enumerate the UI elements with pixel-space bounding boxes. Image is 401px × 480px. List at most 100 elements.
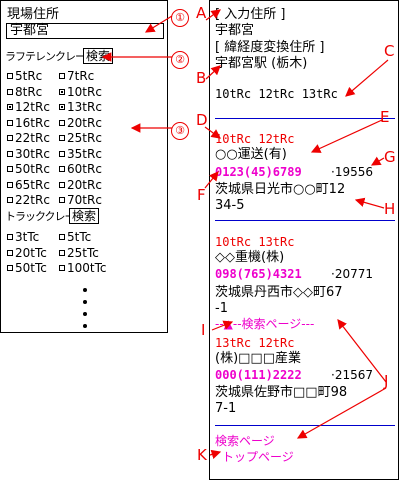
- crane-checkbox-item[interactable]: 16tRc: [7, 116, 50, 130]
- checkbox[interactable]: [59, 234, 65, 240]
- result-phone-link[interactable]: 0123(45)6789: [215, 165, 302, 179]
- crane-checkbox-item[interactable]: 25tRc: [59, 131, 102, 145]
- checkbox[interactable]: [7, 197, 13, 203]
- result-company: ○○運送(有): [215, 147, 287, 162]
- divider: [215, 118, 395, 119]
- result-address: 茨城県丹西市◇◇町67: [215, 285, 343, 300]
- checkbox-label: 5tTc: [67, 230, 92, 244]
- crane-checkbox-item[interactable]: 65tRc: [7, 178, 50, 192]
- checkbox[interactable]: [59, 197, 65, 203]
- crane-checkbox-item[interactable]: 60tRc: [59, 162, 102, 176]
- checkbox[interactable]: [59, 119, 65, 126]
- callout-B: B: [196, 69, 207, 87]
- checkbox-label: 7tRc: [67, 69, 95, 83]
- checkbox-label: 100tTc: [67, 261, 107, 275]
- result-company: (株)□□□産業: [215, 351, 301, 366]
- checkbox[interactable]: [7, 135, 13, 141]
- crane-checkbox-item[interactable]: 20tRc: [59, 178, 102, 192]
- checkbox-label: 8tRc: [15, 84, 43, 99]
- crane-checkbox-item[interactable]: 50tTc: [7, 261, 47, 275]
- callout-A: A: [196, 4, 207, 22]
- crane-checkbox-item[interactable]: 12tRc: [7, 100, 50, 114]
- crane-checkbox-item[interactable]: 22tRc: [7, 131, 50, 145]
- checkbox[interactable]: [7, 150, 13, 157]
- checkbox-label: 25tRc: [67, 131, 102, 145]
- selected-cranes: 10tRc 12tRc 13tRc: [215, 87, 338, 101]
- crane-checkbox-item[interactable]: 70tRc: [59, 193, 102, 207]
- crane-checkbox-item[interactable]: 35tRc: [59, 147, 102, 161]
- input-address-header: [ 入力住所 ]: [215, 7, 286, 22]
- result-address: -1: [215, 301, 228, 316]
- crane-checkbox-item[interactable]: 13tRc: [59, 100, 102, 114]
- checkbox[interactable]: [7, 265, 13, 271]
- checkbox[interactable]: [7, 234, 13, 240]
- location-search-value: 宇都宮: [10, 23, 50, 38]
- crane-checkbox-item[interactable]: 5tRc: [7, 69, 42, 83]
- top-page-link[interactable]: トップページ: [222, 450, 294, 464]
- crane-checkbox-item[interactable]: 20tRc: [59, 116, 102, 130]
- crane-checkbox-item[interactable]: 5tTc: [59, 230, 91, 244]
- callout-I: I: [201, 321, 206, 339]
- result-company: ◇◇重機(株): [215, 250, 285, 265]
- checkbox-label: 30tRc: [15, 146, 50, 161]
- checkbox[interactable]: [7, 249, 13, 256]
- crane-checkbox-item[interactable]: 22tRc: [7, 193, 50, 207]
- callout-G: G: [384, 148, 396, 166]
- more-dot: [83, 312, 87, 316]
- checkbox[interactable]: [59, 88, 65, 95]
- checkbox[interactable]: [7, 181, 13, 188]
- checkbox[interactable]: [59, 135, 65, 141]
- checkbox-label: 16tRc: [15, 115, 50, 130]
- checkbox[interactable]: [7, 88, 13, 95]
- result-cranes: 10tRc 12tRc: [215, 132, 295, 146]
- crane-checkbox-item[interactable]: 20tTc: [7, 246, 47, 260]
- crane-checkbox-item[interactable]: 25tTc: [59, 246, 99, 260]
- result-phone-link[interactable]: 098(765)4321: [215, 267, 302, 281]
- callout-D: D: [196, 111, 208, 129]
- divider: [215, 220, 395, 221]
- crane-checkbox-item[interactable]: 8tRc: [7, 85, 42, 99]
- result-code: ·21567: [331, 368, 373, 382]
- checkbox[interactable]: [59, 104, 65, 110]
- crane-checkbox-item[interactable]: 100tTc: [59, 261, 107, 275]
- checkbox[interactable]: [59, 265, 65, 271]
- callout-E: E: [380, 108, 390, 126]
- checkbox[interactable]: [59, 249, 65, 256]
- checkbox[interactable]: [7, 166, 13, 172]
- page-nav-link[interactable]: --▲--検索ページ---: [215, 317, 315, 331]
- result-phone-link[interactable]: 000(111)2222: [215, 368, 302, 382]
- converted-address-header: [ 緯経度変換住所 ]: [215, 40, 325, 55]
- checkbox-label: 10tRc: [67, 84, 102, 99]
- input-address-value: 宇都宮: [215, 23, 255, 38]
- checkbox[interactable]: [7, 119, 13, 126]
- more-dot: [83, 300, 87, 304]
- crane-checkbox-item[interactable]: 50tRc: [7, 162, 50, 176]
- checkbox[interactable]: [59, 181, 65, 188]
- checkbox-label: 5tRc: [15, 69, 43, 83]
- crane-checkbox-item[interactable]: 3tTc: [7, 230, 39, 244]
- checkbox[interactable]: [59, 166, 65, 172]
- crane-checkbox-item[interactable]: 7tRc: [59, 69, 94, 83]
- callout-J: J: [384, 372, 389, 390]
- result-code: ·20771: [331, 267, 373, 281]
- result-address: 7-1: [215, 401, 237, 416]
- checkbox[interactable]: [59, 150, 65, 157]
- search-page-link[interactable]: 検索ページ: [215, 434, 275, 448]
- location-search-input[interactable]: 宇都宮: [6, 23, 164, 39]
- crane-checkbox-item[interactable]: 10tRc: [59, 85, 102, 99]
- rough-terrain-search-button[interactable]: 検索: [83, 48, 114, 64]
- checkbox[interactable]: [7, 73, 13, 79]
- checkbox[interactable]: [59, 73, 65, 79]
- checkbox[interactable]: [7, 104, 13, 110]
- callout-C: C: [384, 42, 395, 60]
- checkbox-label: 50tRc: [15, 162, 50, 176]
- more-dot: [83, 288, 87, 292]
- checkbox-label: 70tRc: [67, 193, 102, 207]
- crane-checkbox-item[interactable]: 30tRc: [7, 147, 50, 161]
- result-code: ·19556: [331, 165, 373, 179]
- truck-crane-label: トラッククレーン: [5, 210, 85, 223]
- checkbox-label: 3tTc: [15, 230, 40, 244]
- location-title: 現場住所: [7, 7, 60, 22]
- right-panel: [ 入力住所 ] 宇都宮 [ 緯経度変換住所 ] 宇都宮駅 (栃木) 10tRc…: [209, 0, 399, 480]
- truck-search-button[interactable]: 検索: [69, 208, 100, 224]
